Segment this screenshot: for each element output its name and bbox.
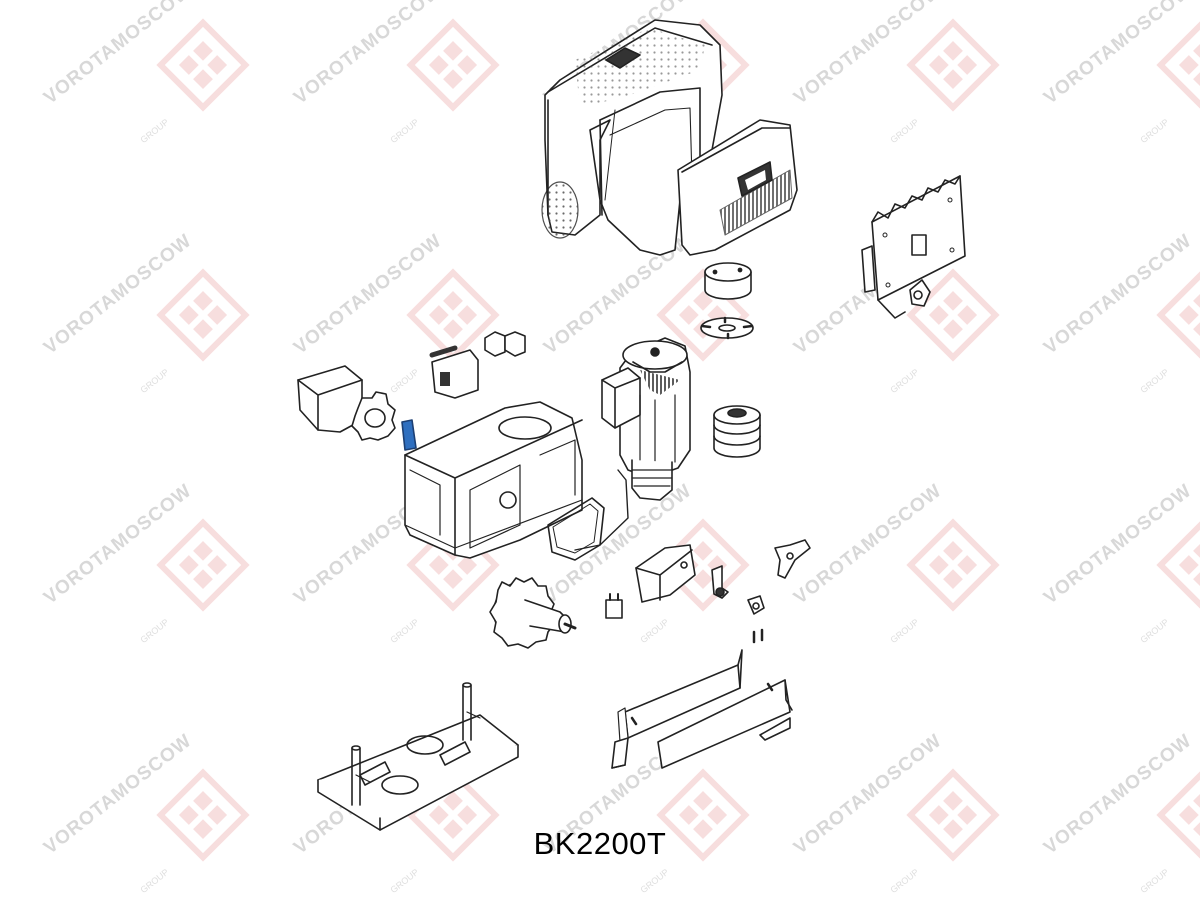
encoder-cap-part bbox=[704, 262, 752, 300]
cover-part bbox=[541, 19, 723, 256]
gasket-part bbox=[547, 497, 605, 561]
motor-part bbox=[574, 337, 691, 551]
limit-bracket-part bbox=[401, 419, 417, 451]
release-cover-part bbox=[635, 544, 696, 603]
gearbox-housing-part bbox=[404, 401, 583, 559]
model-caption: BK2200T bbox=[533, 826, 667, 861]
control-board-bracket-part bbox=[861, 175, 966, 319]
side-cover-part bbox=[677, 119, 798, 256]
coupling-part bbox=[351, 391, 396, 441]
mounting-brackets-part bbox=[611, 649, 793, 769]
worm-gear-part bbox=[713, 405, 761, 458]
terminal-connectors-part bbox=[429, 331, 526, 399]
release-key-part bbox=[605, 565, 765, 644]
pinion-gear-part bbox=[489, 577, 577, 649]
encoder-disc-part bbox=[700, 316, 754, 340]
release-lever-part bbox=[774, 539, 811, 579]
end-cap-part bbox=[297, 365, 363, 433]
base-plate-part bbox=[317, 682, 519, 831]
